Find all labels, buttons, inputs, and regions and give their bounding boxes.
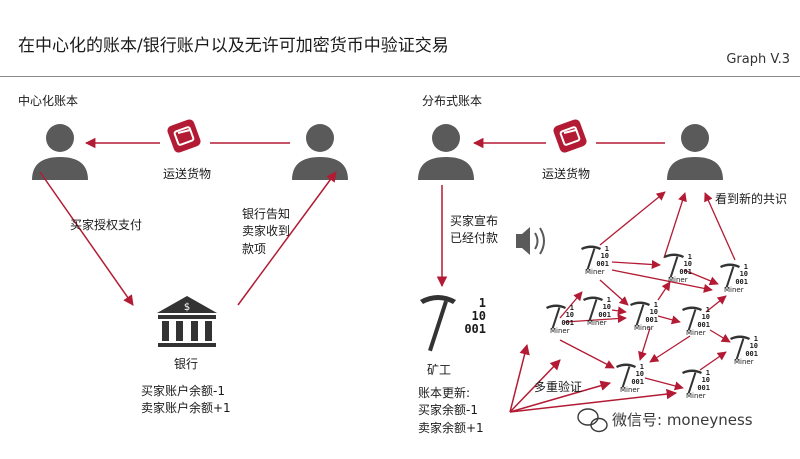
miner-binary-line: 001 xyxy=(561,318,574,327)
miner-binary-line: 001 xyxy=(745,349,758,358)
miner-binary-line: 1 xyxy=(705,306,710,314)
package-icon xyxy=(167,119,201,153)
miner-binary-line: 001 xyxy=(697,383,710,392)
pay-arrow xyxy=(39,171,134,306)
bank-balances: 买家账户余额-1 卖家账户余额+1 xyxy=(141,383,231,418)
miner-binary-line: 001 xyxy=(697,320,710,329)
miner-binary-line: 10 xyxy=(649,308,658,317)
multi-verify-label: 多重验证 xyxy=(534,380,583,394)
consensus-label: 看到新的共识 xyxy=(715,192,788,206)
miner-binary-line: 001 xyxy=(631,377,644,386)
miner-binary-line: 10 xyxy=(565,311,574,320)
miner-binary-line: 10 xyxy=(701,376,710,385)
balance-line: 卖家账户余额+1 xyxy=(141,401,231,416)
miner-binary-line: 10 xyxy=(749,342,758,351)
miner-node-label: Miner xyxy=(620,386,640,395)
bank-notify-line: 银行告知 xyxy=(242,207,291,221)
miner-binary-line: 001 xyxy=(645,315,658,324)
miner-node-label: Miner xyxy=(686,329,706,338)
miner-node-label: Miner xyxy=(686,392,706,401)
svg-text:$: $ xyxy=(184,302,190,313)
miner-binary-line: 10 xyxy=(701,313,710,322)
miner-binary-line: 1 xyxy=(687,253,692,261)
buyer-announce-label: 买家宣布 已经付款 xyxy=(450,213,498,248)
buyer-icon-right xyxy=(418,124,474,180)
miner-binary-line: 001 xyxy=(679,267,692,276)
bank-notify-line: 款项 xyxy=(242,241,267,256)
buyer-pay-label: 买家授权支付 xyxy=(70,218,143,232)
bank-label: 银行 xyxy=(174,357,199,371)
miner-big-label: 矿工 xyxy=(427,363,452,377)
miner-binary-line: 1 xyxy=(606,296,611,304)
notify-arrow xyxy=(237,171,337,306)
ledger-update-title: 账本更新: xyxy=(418,386,471,400)
page-title: 在中心化的账本/银行账户以及无许可加密货币中验证交易 xyxy=(18,36,449,56)
binary-line: 10 xyxy=(471,309,486,324)
miner-binary-line: 1 xyxy=(569,304,574,312)
miner-binary-line: 10 xyxy=(683,260,692,269)
section-title-distributed: 分布式账本 xyxy=(422,94,483,108)
miner-binary-line: 10 xyxy=(739,270,748,279)
ship-label-right: 运送货物 xyxy=(542,167,591,181)
miner-binary-line: 1 xyxy=(705,369,710,377)
ledger-update-line: 买家余额-1 xyxy=(418,403,478,418)
ship-label-left: 运送货物 xyxy=(163,167,212,181)
miner-node-label: Miner xyxy=(668,276,688,285)
bank-notify-line: 卖家收到 xyxy=(242,224,291,239)
bank-icon: $ xyxy=(157,296,217,347)
watermark: 微信号: moneyness xyxy=(612,411,753,429)
miner-node-label: Miner xyxy=(550,327,570,336)
miner-binary-line: 10 xyxy=(635,370,644,379)
miner-binary-line: 1 xyxy=(604,245,609,253)
miner-node-label: Miner xyxy=(587,319,607,328)
verification-lines xyxy=(509,343,678,413)
wechat-icon xyxy=(577,408,608,433)
title-divider xyxy=(0,76,800,77)
miner-binary-line: 10 xyxy=(600,252,609,261)
miner-node-label: Miner xyxy=(734,358,754,367)
big-miner-pickaxe-icon xyxy=(420,295,456,352)
miner-node-label: Miner xyxy=(724,286,744,295)
miner-binary-line: 001 xyxy=(596,259,609,268)
miner-node-label: Miner xyxy=(634,324,654,333)
miner-binary-line: 1 xyxy=(653,301,658,309)
package-icon-right xyxy=(553,119,587,153)
miner-node-icons xyxy=(546,245,750,394)
miner-binary-line: 1 xyxy=(743,263,748,271)
binary-line: 001 xyxy=(464,322,486,337)
balance-line: 买家账户余额-1 xyxy=(141,384,225,398)
graph-label: Graph V.3 xyxy=(726,52,790,67)
announce-line: 买家宣布 xyxy=(450,214,499,228)
speaker-icon xyxy=(516,227,545,255)
miner-binary-line: 001 xyxy=(598,310,611,319)
miner-network-edges xyxy=(559,191,736,391)
announce-line: 已经付款 xyxy=(450,231,499,246)
big-binary-code: 1 10 001 xyxy=(458,296,486,337)
seller-icon xyxy=(292,124,348,180)
ledger-update: 账本更新: 买家余额-1 卖家余额+1 xyxy=(418,385,484,437)
buyer-icon xyxy=(32,124,88,180)
miner-node-label: Miner xyxy=(585,268,605,277)
section-title-centralized: 中心化账本 xyxy=(18,94,79,108)
miner-binary-line: 001 xyxy=(735,277,748,286)
miner-binary-line: 1 xyxy=(639,363,644,371)
binary-line: 1 xyxy=(478,296,486,310)
ledger-update-line: 卖家余额+1 xyxy=(418,420,484,435)
seller-icon-right xyxy=(667,124,723,180)
bank-notify-label: 银行告知 卖家收到 款项 xyxy=(242,206,290,258)
miner-binary-line: 10 xyxy=(602,303,611,312)
miner-binary-line: 1 xyxy=(753,335,758,343)
